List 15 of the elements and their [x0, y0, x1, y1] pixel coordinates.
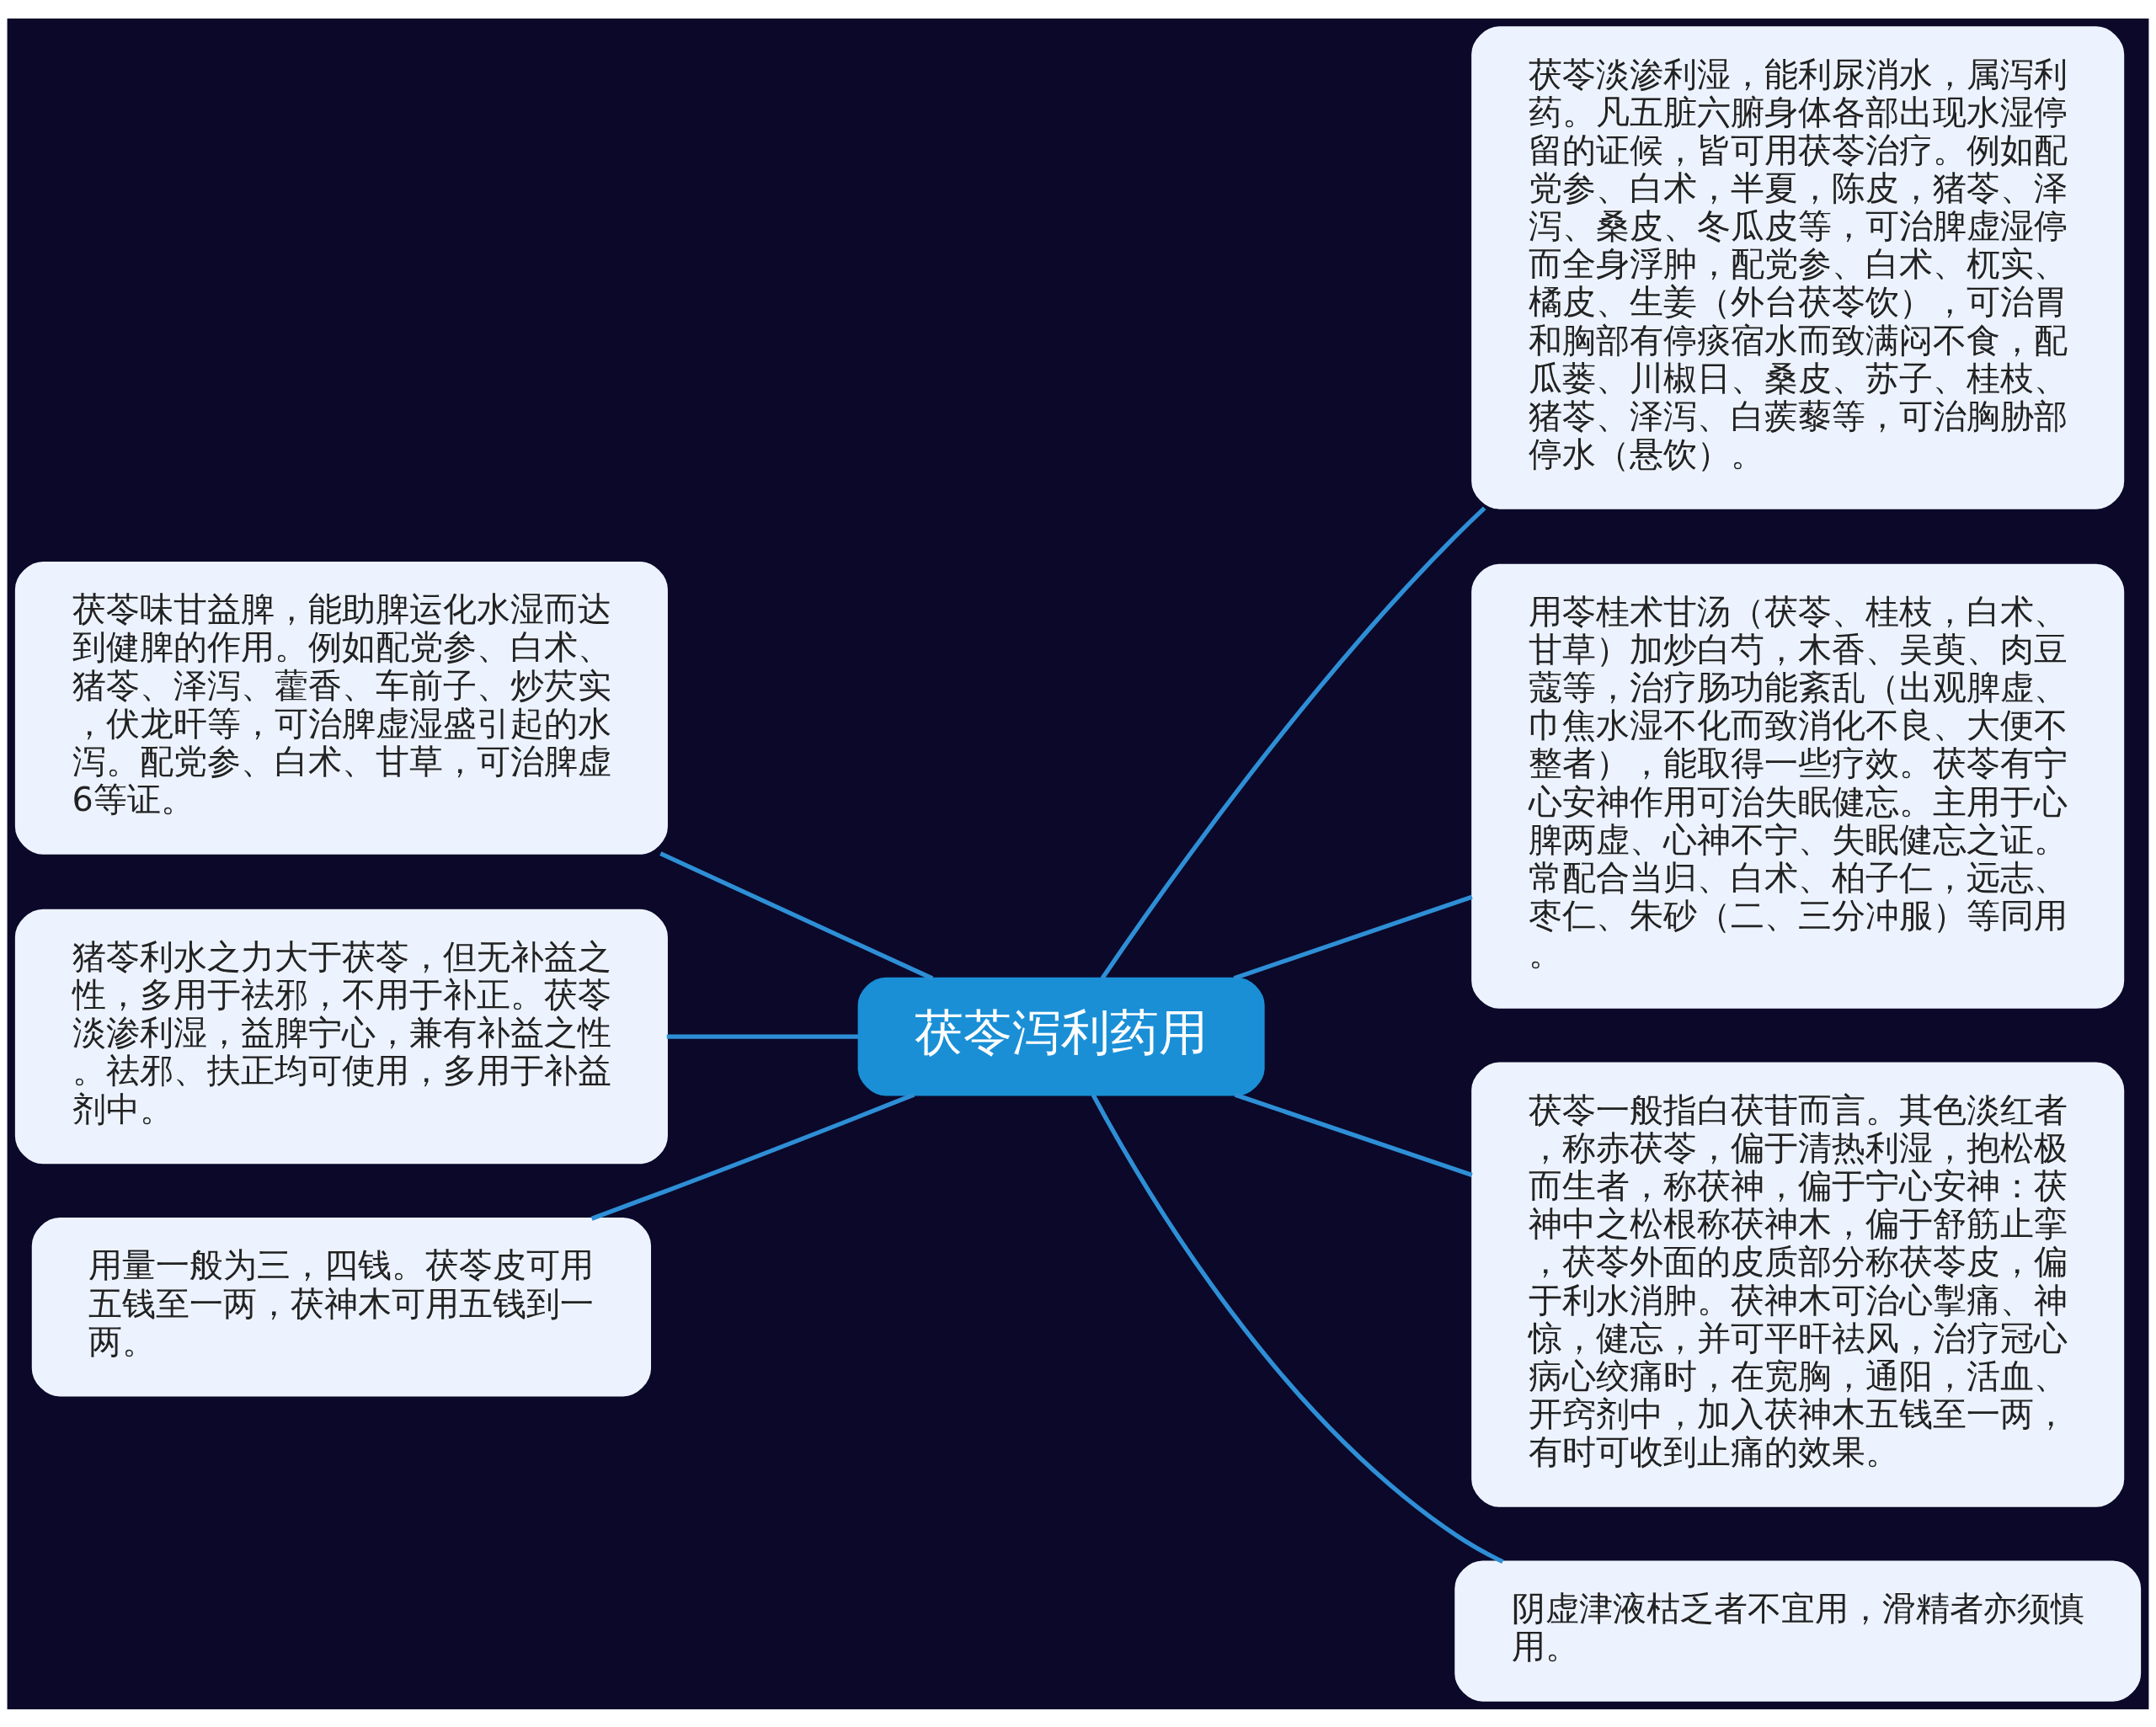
node-box: 阴虚津液枯乏者不宜用，滑精者亦须慎用。: [1454, 1560, 2142, 1702]
connector: [1234, 1092, 1473, 1177]
node-box: 茯苓泻利药用: [857, 977, 1265, 1095]
connector: [590, 1092, 915, 1221]
connector: [1091, 1093, 1504, 1564]
connector: [666, 1033, 858, 1039]
connector: [1100, 505, 1486, 979]
node-box: 用量一般为三，四钱。茯苓皮可用五钱至一两，茯神木可用五钱到一两。: [31, 1217, 652, 1396]
node-box: 茯苓一般指白茯苷而言。其色淡红者，称赤茯苓，偏于清热利湿，抱松极而生者，称茯神，偏于宁心安神：茯神中之松根称茯神木，偏于舒筋止挛，茯苓外面的皮质部分称茯苓皮，偏于利水消肿。茯神木可治心掣痛、神惊，健忘，并可平旰祛风，治疗冠心病心绞痛时，在宽胸，通阳，活血、开窍剂中，加入茯神木五钱至一两，有时可收到止痛的效果。: [1471, 1062, 2125, 1507]
node-box: 用苓桂术甘汤（茯苓、桂枝，白术、甘草）加炒白芍，木香、吴萸、肉豆蔻等，治疗肠功能紊乱（出观脾虚、巾焦水湿不化而致消化不良、大便不整者），能取得一些疗效。茯苓有宁心安神作用可治失眠健忘。主用于心脾两虚、心神不宁、失眠健忘之证。常配合当归、白术、柏子仁，远志、枣仁、朱砂（二、三分冲服）等同用。: [1471, 563, 2125, 1009]
node-box: 茯苓淡渗利湿，能利尿消水，属泻利药。凡五脏六腑身体各部出现水湿停留的证候，皆可用茯苓治疗。例如配党参、白术，半夏，陈皮，猪苓、泽泻、桑皮、冬瓜皮等，可治脾虚湿停而全身浮肿，配党参、白术、杌实、橘皮、生姜（外台茯苓饮），可治胃和胸部有停痰宿水而致满闷不食，配瓜蒌、川椒日、桑皮、苏子、桂枝、猪苓、泽泻、白蒺藜等，可治胸胁部停水（悬饮）。: [1471, 25, 2125, 509]
node-box: 猪苓利水之力大于茯苓，但无补益之性，多用于祛邪，不用于补正。茯苓淡渗利湿，益脾宁心，兼有补益之性。祛邪、扶正均可使用，多用于补益剂中。: [14, 909, 668, 1164]
connector: [1233, 894, 1473, 980]
node-box: 茯苓味甘益脾，能助脾运化水湿而达到健脾的作用。例如配党参、白术、猪苓、泽泻、藿香、车前子、炒芡实，伏龙旰等，可治脾虚湿盛引起的水泻。配党参、白术、甘草，可治脾虚6等证。: [14, 561, 668, 855]
connector: [659, 850, 934, 980]
